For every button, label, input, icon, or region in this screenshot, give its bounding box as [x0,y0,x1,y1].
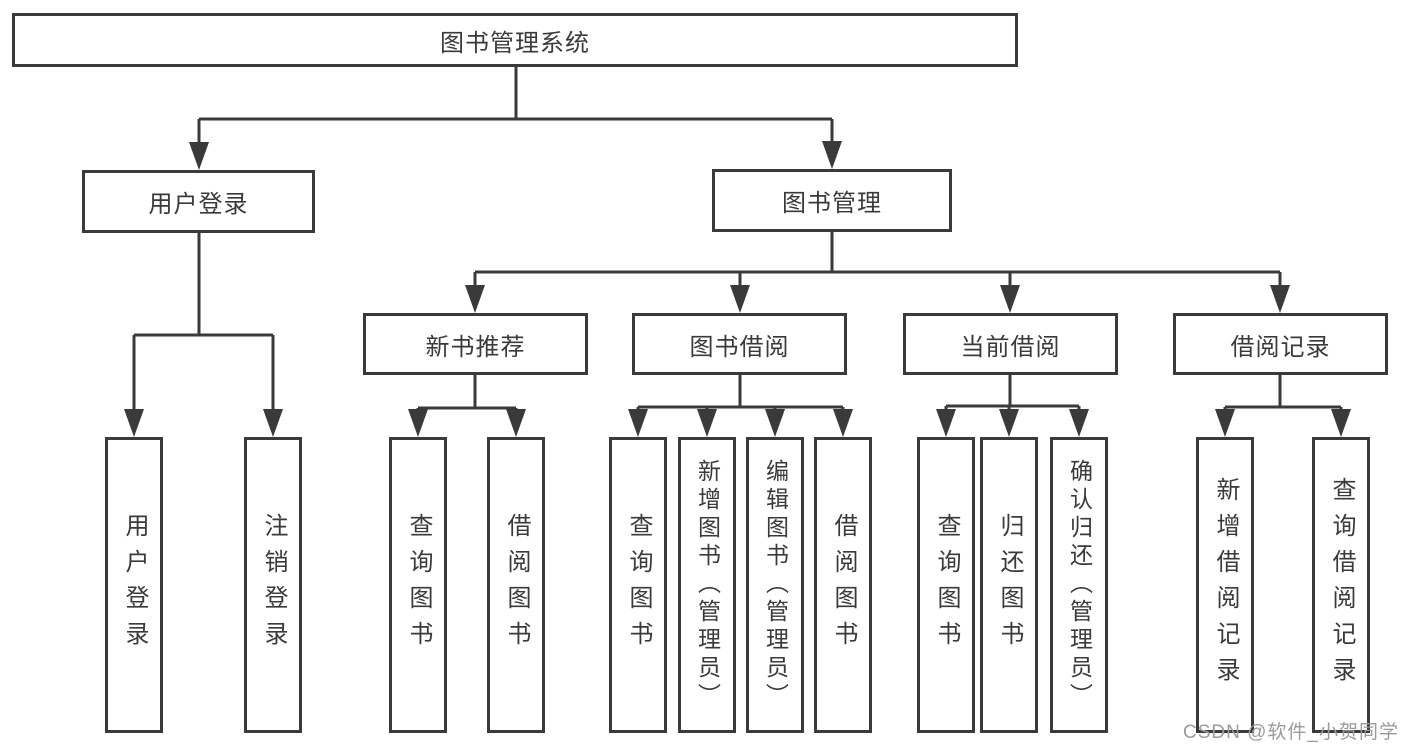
leaf-label: 注销登录 [260,513,287,657]
leaf-user-login: 用户登录 [105,437,163,733]
leaf-label: 确认归还（管理员） [1066,459,1093,711]
node-current-borrow: 当前借阅 [903,313,1118,375]
leaf-label: 用户登录 [121,513,148,657]
leaf-query-books-recommend: 查询图书 [389,437,447,733]
node-borrow-records: 借阅记录 [1173,313,1388,375]
leaf-label: 查询借阅记录 [1328,477,1355,693]
leaf-logout-login: 注销登录 [244,437,302,733]
leaf-label: 新增图书（管理员） [694,459,721,711]
node-user-login: 用户登录 [82,170,315,233]
leaf-confirm-return-admin: 确认归还（管理员） [1050,437,1108,733]
node-new-book-recommend: 新书推荐 [363,313,588,375]
leaf-label: 查询图书 [405,513,432,657]
node-book-management: 图书管理 [712,169,952,232]
leaf-label: 查询图书 [933,513,960,657]
leaf-query-borrow-record: 查询借阅记录 [1312,437,1370,733]
node-root: 图书管理系统 [12,13,1018,67]
leaf-label: 借阅图书 [830,513,857,657]
leaf-label: 查询图书 [625,513,652,657]
leaf-label: 编辑图书（管理员） [762,459,789,711]
arrowheads [124,141,1351,437]
leaf-add-borrow-record: 新增借阅记录 [1196,437,1254,733]
csdn-watermark: CSDN @软件_小贺同学 [1183,722,1399,743]
leaf-borrow-books-recommend: 借阅图书 [487,437,545,733]
leaf-query-books-borrow: 查询图书 [609,437,667,733]
node-book-borrow: 图书借阅 [632,313,847,375]
leaf-edit-books-admin: 编辑图书（管理员） [746,437,804,733]
leaf-query-books-current: 查询图书 [917,437,975,733]
leaf-label: 归还图书 [996,513,1023,657]
leaf-label: 借阅图书 [503,513,530,657]
leaf-return-books: 归还图书 [980,437,1038,733]
leaf-label: 新增借阅记录 [1212,477,1239,693]
leaf-add-books-admin: 新增图书（管理员） [678,437,736,733]
leaf-borrow-books: 借阅图书 [814,437,872,733]
